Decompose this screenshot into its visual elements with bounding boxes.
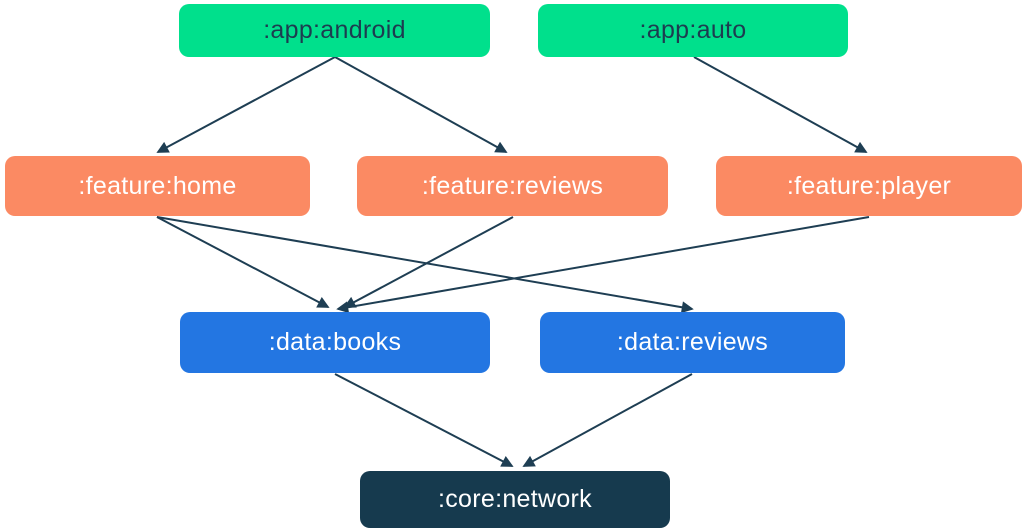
edge-feature_reviews-to-data_books [343, 216, 514, 308]
node-label: :data:books [268, 328, 402, 356]
node-data-reviews: :data:reviews [540, 312, 845, 373]
node-label: :feature:reviews [421, 171, 604, 200]
edge-feature_home-to-data_reviews [156, 216, 694, 314]
node-feature-player: :feature:player [716, 156, 1022, 216]
edge-data_books-to-core_network [334, 373, 514, 467]
node-label: :core:network [438, 485, 592, 513]
node-label: :feature:home [78, 171, 237, 200]
node-label: :feature:player [786, 171, 952, 200]
edge-app_android-to-feature_reviews [334, 56, 508, 153]
node-feature-reviews: :feature:reviews [357, 156, 668, 216]
node-label: :app:auto [639, 16, 747, 44]
edge-feature_home-to-data_books [156, 216, 330, 308]
node-app-android: :app:android [179, 4, 490, 57]
node-data-books: :data:books [180, 312, 490, 373]
node-feature-home: :feature:home [5, 156, 310, 216]
edge-data_reviews-to-core_network [522, 373, 693, 467]
edge-app_android-to-feature_home [156, 56, 336, 153]
edge-group [156, 56, 870, 467]
node-core-network: :core:network [360, 471, 670, 528]
node-label: :app:android [263, 16, 406, 44]
edge-app_auto-to-feature_player [693, 56, 868, 153]
node-label: :data:reviews [616, 328, 769, 356]
node-app-auto: :app:auto [538, 4, 848, 57]
edge-feature_player-to-data_books [336, 216, 870, 314]
